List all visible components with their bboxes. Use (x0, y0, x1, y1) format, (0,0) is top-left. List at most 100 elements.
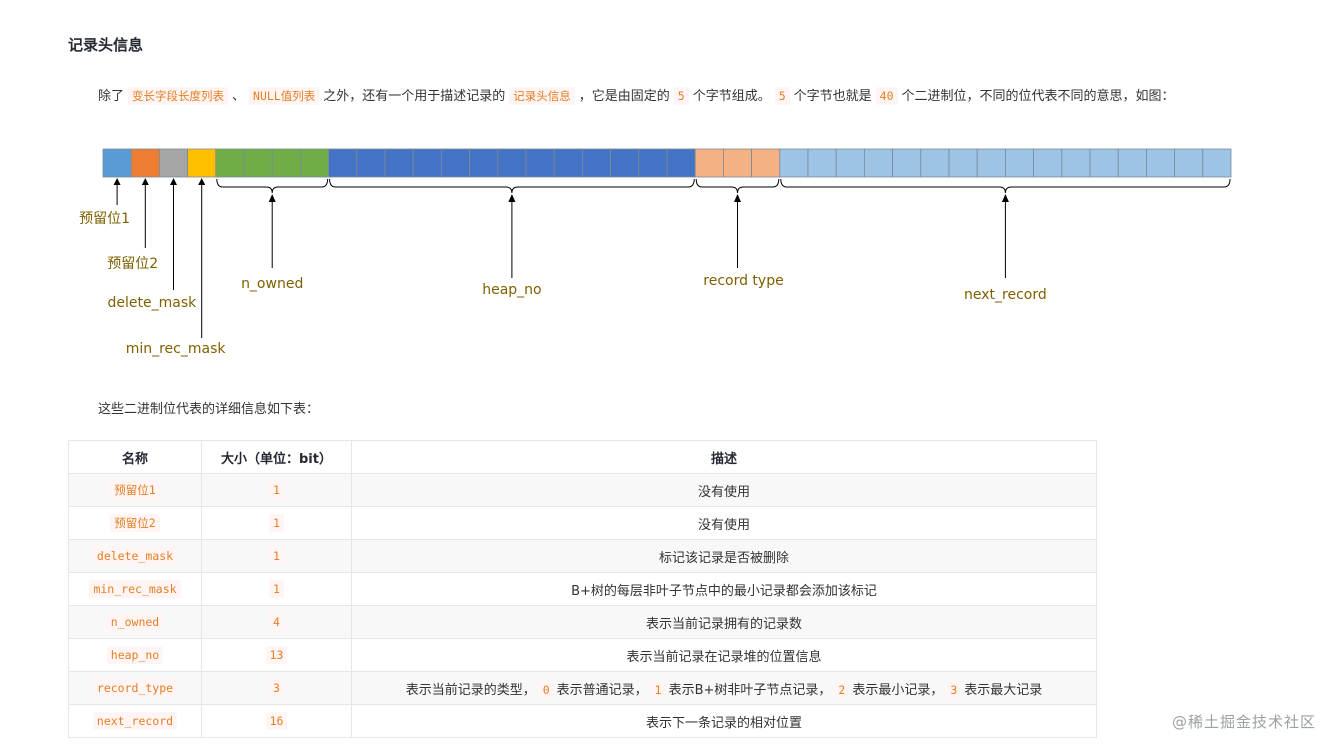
bit-cell-next-record (892, 148, 922, 178)
header-desc: 描述 (351, 440, 1097, 474)
size-code: 1 (269, 480, 284, 499)
inline-code: 记录头信息 (509, 87, 575, 105)
desc-text: 表示最小记录， (852, 682, 944, 698)
size-code: 1 (269, 513, 284, 532)
table-row: 预留位2 1 没有使用 (68, 506, 1097, 540)
inline-code: 5 (774, 87, 790, 105)
diagram-annotations (113, 178, 1231, 338)
arrow-head (1001, 194, 1009, 202)
arrow-head (508, 194, 516, 202)
cell-name: n_owned (68, 605, 202, 639)
intro-text: 、 (232, 89, 246, 104)
intro-text: 除了 (98, 89, 125, 104)
cell-desc: 表示当前记录拥有的记录数 (351, 605, 1097, 639)
diagram-label: n_owned (241, 276, 303, 292)
bit-cell-heap-no (356, 148, 386, 178)
cell-size: 16 (201, 704, 352, 738)
inline-code: 40 (875, 87, 898, 105)
field-name-code: record_type (92, 678, 178, 697)
field-name-code: heap_no (106, 645, 164, 664)
size-code: 4 (269, 612, 284, 631)
cell-name: 预留位1 (68, 473, 202, 507)
cell-desc: 表示下一条记录的相对位置 (351, 704, 1097, 738)
arrow-head (141, 178, 149, 185)
bit-cell-heap-no (384, 148, 414, 178)
bit-cell-n-owned (215, 148, 245, 178)
inline-code: 5 (673, 87, 689, 105)
table-row: heap_no 13 表示当前记录在记录堆的位置信息 (68, 638, 1097, 672)
cell-size: 1 (201, 473, 352, 507)
size-code: 1 (269, 579, 284, 598)
field-name-code: min_rec_mask (89, 579, 181, 598)
cell-desc: 表示当前记录在记录堆的位置信息 (351, 638, 1097, 672)
brace (695, 178, 780, 194)
diagram-label: 预留位2 (107, 256, 158, 272)
bit-cell-next-record (948, 148, 978, 178)
value-code: 1 (650, 680, 666, 699)
diagram-label: 预留位1 (79, 211, 130, 227)
bit-cell-heap-no (440, 148, 470, 178)
bit-cell-record-type (723, 148, 753, 178)
intro-text: 个二进制位，不同的位代表不同的意思，如图： (901, 89, 1175, 104)
table-row: next_record 16 表示下一条记录的相对位置 (68, 704, 1097, 738)
cell-size: 1 (201, 572, 352, 606)
bit-cell-next-record (779, 148, 809, 178)
bit-cell-n-owned (271, 148, 301, 178)
record-header-diagram: 预留位1 预留位2 delete_mask min_rec_mask n_owned he… (79, 148, 1232, 357)
cell-desc: 标记该记录是否被删除 (351, 539, 1097, 573)
arrow-head (198, 178, 206, 185)
cell-size: 13 (201, 638, 352, 672)
bit-cell-next-record (1146, 148, 1176, 178)
field-name-code: delete_mask (92, 546, 178, 565)
section-heading: 记录头信息 (68, 36, 144, 54)
size-code: 13 (265, 645, 288, 664)
bit-cell-heap-no (412, 148, 442, 178)
bit-cell-next-record (864, 148, 894, 178)
bit-cell-heap-no (328, 148, 358, 178)
bit-cell-next-record (1089, 148, 1119, 178)
bit-cell-record-type (694, 148, 724, 178)
cell-name: min_rec_mask (68, 572, 202, 606)
table-header-row: 名称 大小（单位：bit） 描述 (68, 440, 1097, 474)
intro-paragraph: 除了变长字段长度列表、NULL值列表之外，还有一个用于描述记录的记录头信息，它是… (98, 86, 1328, 107)
bit-cell-next-record (1005, 148, 1035, 178)
cell-name: delete_mask (68, 539, 202, 573)
diagram-label: delete_mask (108, 295, 198, 311)
value-code: 3 (946, 680, 962, 699)
bit-cell-delete-mask (158, 148, 188, 178)
header-name: 名称 (68, 440, 202, 474)
bit-cell-heap-no (666, 148, 696, 178)
table-row: 预留位1 1 没有使用 (68, 473, 1097, 507)
brace (780, 178, 1231, 194)
intro-text: 个字节组成。 (692, 89, 771, 104)
diagram-label: min_rec_mask (126, 341, 227, 357)
cell-name: heap_no (68, 638, 202, 672)
cell-desc: 没有使用 (351, 473, 1097, 507)
bit-cell-heap-no (610, 148, 640, 178)
cell-size: 4 (201, 605, 352, 639)
intro-text: 之外，还有一个用于描述记录的 (323, 89, 506, 104)
field-name-code: 预留位2 (110, 514, 160, 532)
bit-cell-next-record (1202, 148, 1232, 178)
brace (216, 178, 329, 194)
bit-cell-heap-no (582, 148, 612, 178)
desc-text: 表示普通记录， (556, 682, 648, 698)
intro-text: 个字节也就是 (793, 89, 872, 104)
arrow-head (170, 178, 177, 185)
bit-cell-reserved2 (130, 148, 160, 178)
cell-name: 预留位2 (68, 506, 202, 540)
bit-cell-heap-no (638, 148, 668, 178)
intro-text: ，它是由固定的 (578, 89, 670, 104)
inline-code: 变长字段长度列表 (128, 87, 229, 105)
header-size: 大小（单位：bit） (201, 440, 352, 474)
bit-cell-heap-no (497, 148, 527, 178)
diagram-label: heap_no (482, 282, 541, 298)
arrow-head (734, 194, 741, 202)
value-code: 2 (834, 680, 850, 699)
arrow-head (268, 194, 276, 202)
bit-cell-next-record (920, 148, 950, 178)
bit-cell-next-record (1174, 148, 1204, 178)
desc-text: 表示B+树非叶子节点记录， (668, 682, 832, 698)
